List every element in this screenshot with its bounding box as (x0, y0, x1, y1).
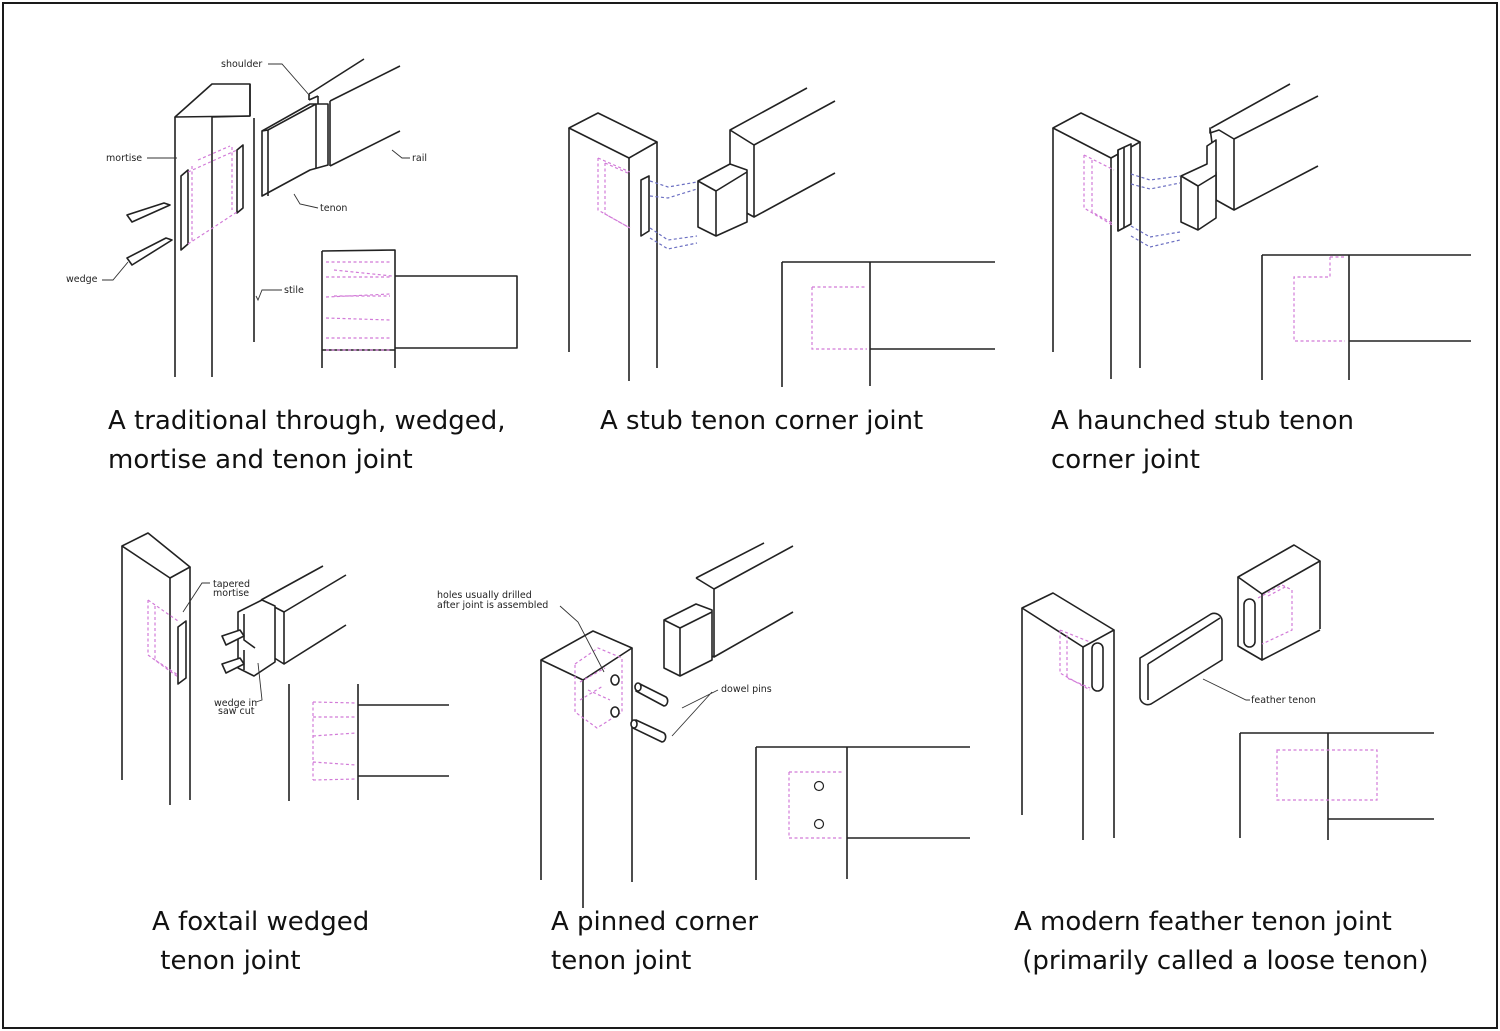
dowel-pins-drawing (630, 682, 669, 743)
rail-drawing (261, 58, 401, 197)
label-tenon: tenon (320, 203, 347, 214)
wedge-drawing (126, 202, 173, 266)
label-holes-line1: holes usually drilled (437, 590, 532, 601)
elevation-stub-tenon (781, 261, 995, 387)
caption-through-wedged-line1: A traditional through, wedged, (108, 406, 506, 436)
haunched-rail-drawing (1180, 83, 1319, 231)
foxtail-stile-drawing (121, 532, 191, 805)
stile-drawing (174, 83, 255, 377)
label-dowel-pins: dowel pins (721, 684, 772, 695)
elevation-feather (1239, 732, 1434, 840)
caption-through-wedged-line2: mortise and tenon joint (108, 445, 413, 475)
panel-feather-tenon: feather tenon A modern feather tenon joi… (1014, 544, 1434, 976)
elevation-pinned (755, 746, 970, 880)
feather-stile-drawing (1021, 592, 1115, 840)
elevation-haunched (1261, 254, 1471, 380)
haunched-stile-drawing (1052, 112, 1141, 379)
label-tapered-line1: tapered (213, 579, 250, 590)
label-tapered-line2: mortise (213, 588, 249, 599)
stub-stile-drawing (568, 112, 658, 381)
caption-foxtail-line1: A foxtail wedged (152, 907, 369, 937)
caption-feather-line1: A modern feather tenon joint (1014, 907, 1392, 937)
elevation-through-joint (321, 249, 518, 368)
label-shoulder: shoulder (221, 59, 262, 70)
pinned-rail-drawing (663, 542, 794, 677)
pinned-stile-drawing (540, 630, 633, 908)
label-wedge: wedge (66, 274, 98, 285)
panel-through-wedged-joint: shoulder mortise rail tenon wedge stile … (66, 58, 518, 475)
caption-haunched-line1: A haunched stub tenon (1051, 406, 1354, 436)
panel-pinned-corner: holes usually drilled after joint is ass… (437, 542, 970, 976)
caption-stub-tenon: A stub tenon corner joint (600, 406, 923, 436)
panel-stub-tenon: A stub tenon corner joint (568, 87, 995, 436)
panel-foxtail-wedged: tapered mortise wedge in saw cut A foxta… (121, 532, 449, 976)
stub-rail-drawing (697, 87, 836, 237)
caption-feather-line2: (primarily called a loose tenon) (1014, 946, 1429, 976)
caption-foxtail-line2: tenon joint (152, 946, 301, 976)
caption-pinned-line1: A pinned corner (551, 907, 758, 937)
feather-rail-drawing (1237, 544, 1321, 661)
elevation-foxtail (288, 684, 449, 801)
caption-haunched-line2: corner joint (1051, 445, 1200, 475)
label-wedge-saw-line2: saw cut (218, 706, 255, 717)
label-feather-tenon: feather tenon (1251, 695, 1316, 706)
label-stile: stile (284, 285, 304, 296)
caption-pinned-line2: tenon joint (551, 946, 691, 976)
label-holes-line2: after joint is assembled (437, 600, 548, 611)
panel-haunched-stub: A haunched stub tenon corner joint (1051, 83, 1471, 475)
label-wedge-saw-line1: wedge in (214, 698, 257, 709)
label-rail: rail (412, 153, 427, 164)
feather-tenon-piece (1139, 612, 1223, 706)
label-mortise: mortise (106, 153, 142, 164)
foxtail-rail-drawing (221, 565, 347, 677)
